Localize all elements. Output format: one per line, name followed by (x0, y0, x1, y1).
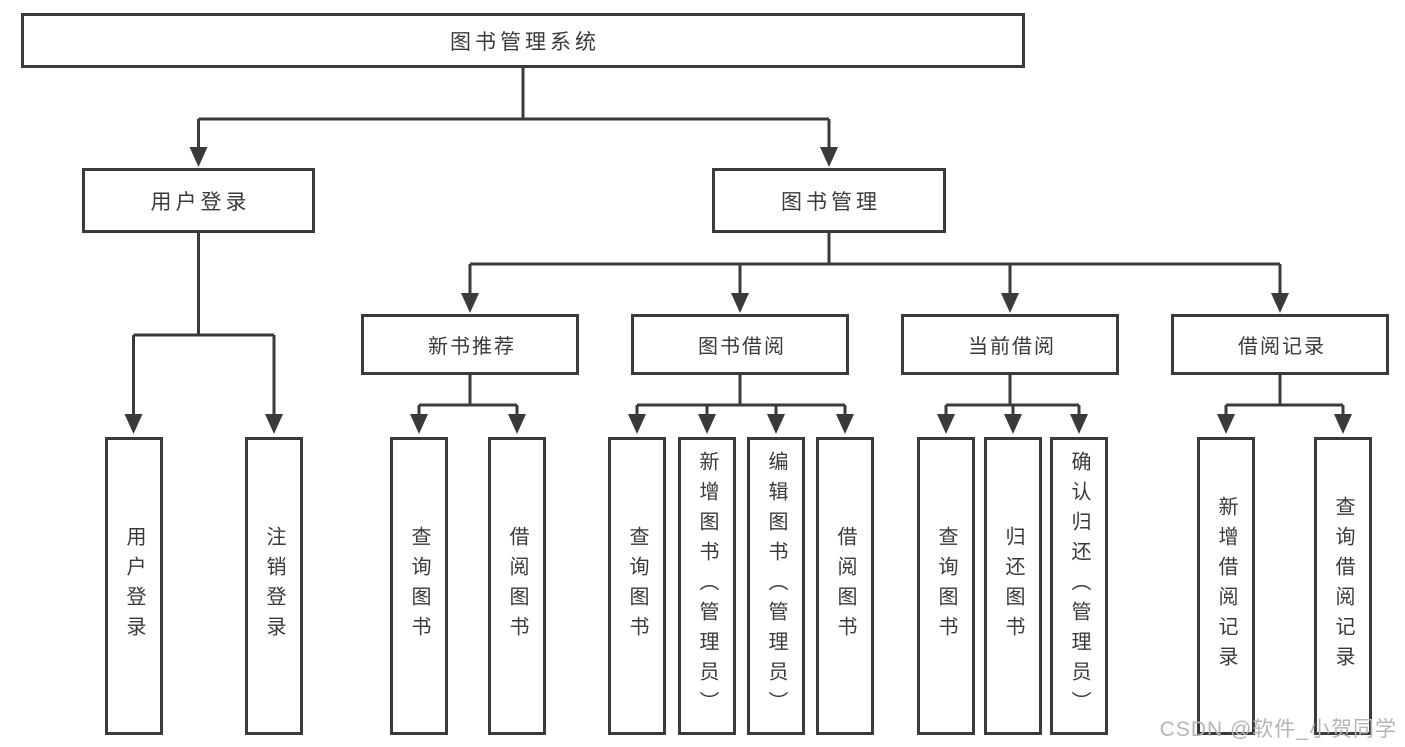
node-current-borrowing: 当前借阅 (901, 314, 1119, 375)
node-label: 借阅图书 (834, 526, 856, 646)
node-label: 查询借阅记录 (1332, 496, 1354, 676)
leaf-return-books: 归还图书 (984, 437, 1042, 735)
node-label: 查询图书 (935, 526, 957, 646)
leaf-logout: 注销登录 (245, 437, 303, 735)
leaf-confirm-return-admin: 确认归还（管理员） (1050, 437, 1108, 735)
leaf-edit-books-admin: 编辑图书（管理员） (747, 437, 805, 735)
node-book-borrowing: 图书借阅 (631, 314, 849, 375)
node-user-login: 用户登录 (82, 168, 315, 233)
leaf-add-borrow-record: 新增借阅记录 (1197, 437, 1255, 735)
node-label: 借阅图书 (506, 526, 528, 646)
leaf-borrow-books: 借阅图书 (816, 437, 874, 735)
node-label: 编辑图书（管理员） (765, 451, 787, 721)
node-label: 当前借阅 (968, 336, 1056, 358)
leaf-query-books-recommend: 查询图书 (390, 437, 448, 735)
node-label: 新书推荐 (428, 336, 516, 358)
node-borrow-records: 借阅记录 (1171, 314, 1389, 375)
node-label: 用户登录 (150, 190, 251, 214)
node-new-book-recommend: 新书推荐 (361, 314, 579, 375)
leaf-query-borrow-record: 查询借阅记录 (1314, 437, 1372, 735)
arrowheads (124, 147, 1352, 434)
node-library-system: 图书管理系统 (21, 13, 1025, 68)
node-book-management: 图书管理 (712, 168, 946, 233)
node-label: 归还图书 (1002, 526, 1024, 646)
leaf-borrow-books-recommend: 借阅图书 (488, 437, 546, 735)
node-label: 确认归还（管理员） (1068, 451, 1090, 721)
node-label: 新增图书（管理员） (696, 451, 718, 721)
node-label: 查询图书 (626, 526, 648, 646)
node-label: 借阅记录 (1238, 336, 1326, 358)
node-label: 用户登录 (123, 526, 145, 646)
node-label: 图书管理 (781, 190, 881, 214)
leaf-query-books-current: 查询图书 (917, 437, 975, 735)
leaf-query-books-borrow: 查询图书 (608, 437, 666, 735)
node-label: 图书管理系统 (450, 30, 600, 54)
node-label: 新增借阅记录 (1215, 496, 1237, 676)
node-label: 注销登录 (263, 526, 285, 646)
leaf-user-login: 用户登录 (105, 437, 163, 735)
leaf-add-books-admin: 新增图书（管理员） (678, 437, 736, 735)
node-label: 图书借阅 (698, 336, 786, 358)
node-label: 查询图书 (408, 526, 430, 646)
csdn-watermark: CSDN @软件_小贺同学 (1159, 718, 1397, 741)
